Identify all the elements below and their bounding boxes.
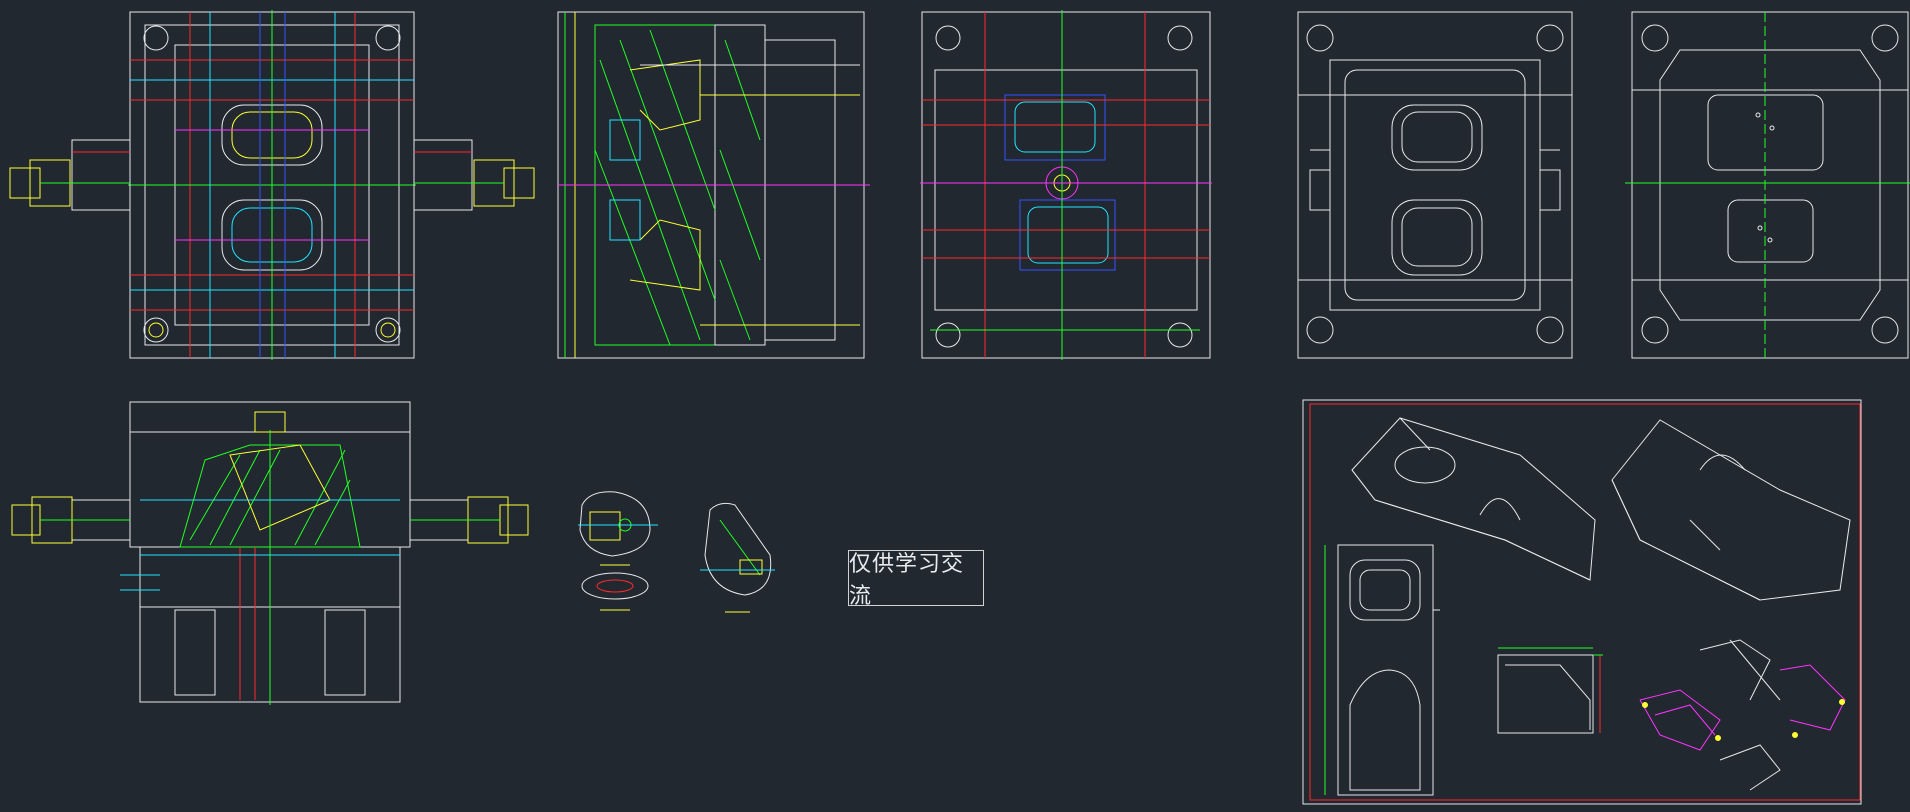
mold-plate-view-2 [1625, 11, 1910, 359]
mold-plate-view-1 [1297, 11, 1573, 359]
watermark-box: 仅供学习交流 [848, 550, 984, 609]
mold-top-view-1 [9, 10, 535, 360]
mold-section-view-1 [557, 11, 870, 359]
part-detail-2 [700, 502, 775, 613]
part-detail-1 [578, 491, 658, 611]
isometric-sheet [1302, 399, 1862, 805]
mold-side-section [11, 401, 529, 705]
mold-top-view-2 [920, 10, 1212, 360]
watermark-text: 仅供学习交流 [849, 552, 965, 609]
